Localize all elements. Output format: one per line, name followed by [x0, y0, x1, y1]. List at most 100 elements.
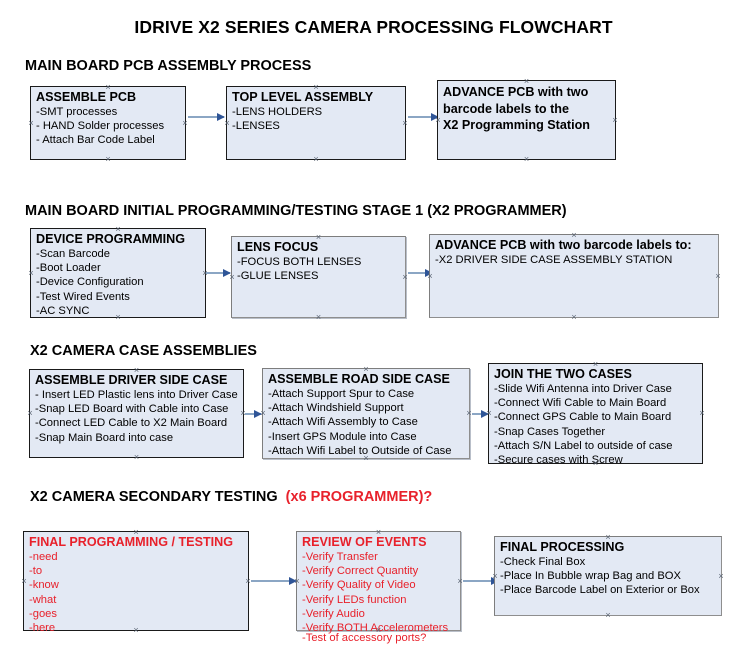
- node-title: ASSEMBLE DRIVER SIDE CASE: [35, 373, 228, 387]
- node-line: -Boot Loader: [36, 262, 101, 275]
- node-advance-pcb-programming-station[interactable]: ADVANCE PCB with two barcode labels to t…: [437, 80, 616, 160]
- node-line: -Verify Transfer: [302, 551, 378, 563]
- connector-handle-right[interactable]: [718, 573, 725, 580]
- connector-handle-right[interactable]: [182, 120, 189, 127]
- arrow-lens-focus-to-advance-pcb-driver-side: [408, 272, 432, 274]
- node-title: ADVANCE PCB with two: [443, 85, 589, 99]
- section-heading-text: MAIN BOARD PCB ASSEMBLY PROCESS: [25, 58, 312, 74]
- node-line: -SMT processes: [36, 106, 118, 118]
- node-line: -LENS HOLDERS: [232, 106, 323, 118]
- section-heading-text: MAIN BOARD INITIAL PROGRAMMING/TESTING S…: [25, 203, 567, 219]
- node-line: -GLUE LENSES: [237, 270, 319, 283]
- connector-handle-bottom[interactable]: [315, 314, 322, 321]
- node-line: -Attach S/N Label to outside of case: [494, 439, 673, 452]
- node-final-processing[interactable]: FINAL PROCESSING -Check Final Box -Place…: [494, 536, 722, 616]
- node-advance-pcb-driver-side-case[interactable]: ADVANCE PCB with two barcode labels to: …: [429, 234, 719, 318]
- connector-handle-left[interactable]: [28, 120, 35, 127]
- node-assemble-pcb[interactable]: ASSEMBLE PCB -SMT processes - HAND Solde…: [30, 86, 186, 160]
- node-title: LENS FOCUS: [237, 240, 319, 254]
- arrow-road-side-case-to-join-cases: [472, 413, 488, 415]
- node-review-of-events[interactable]: REVIEW OF EVENTS -Verify Transfer -Verif…: [296, 531, 461, 644]
- node-line: -Verify Correct Quantity: [302, 565, 419, 578]
- connector-handle-bottom[interactable]: [105, 156, 112, 163]
- node-line: -Connect Wifi Cable to Main Board: [494, 397, 667, 410]
- arrow-driver-side-case-to-road-side-case: [245, 413, 261, 415]
- node-line: barcode labels to the: [443, 101, 569, 116]
- node-title: ADVANCE PCB with two barcode labels to:: [435, 238, 692, 252]
- node-line: -Secure cases with Screw: [494, 454, 623, 467]
- node-line: -Snap LED Board with Cable into Case: [35, 403, 229, 416]
- connector-handle-right[interactable]: [402, 274, 409, 281]
- node-device-programming[interactable]: DEVICE PROGRAMMING -Scan Barcode -Boot L…: [30, 228, 206, 318]
- connector-handle-bottom[interactable]: [605, 612, 612, 619]
- node-title: ASSEMBLE PCB: [36, 90, 137, 104]
- connector-handle-bottom[interactable]: [571, 314, 578, 321]
- section-heading-main-board-pcb-assembly: MAIN BOARD PCB ASSEMBLY PROCESS: [25, 58, 311, 74]
- node-line: -Verify Quality of Video: [302, 579, 416, 592]
- node-line: X2 Programming Station: [443, 118, 590, 132]
- connector-handle-right[interactable]: [612, 117, 619, 124]
- node-line: -here: [29, 622, 56, 635]
- section-heading-text: X2 CAMERA SECONDARY TESTING: [30, 489, 278, 505]
- node-lens-focus[interactable]: LENS FOCUS -FOCUS BOTH LENSES -GLUE LENS…: [231, 236, 406, 318]
- node-line: - Attach Bar Code Label: [36, 134, 155, 147]
- connector-handle-bottom[interactable]: [523, 156, 530, 163]
- connector-handle-left[interactable]: [21, 578, 28, 585]
- section-heading-x2-camera-secondary-testing: X2 CAMERA SECONDARY TESTING (x6 PROGRAMM…: [30, 489, 432, 505]
- node-assemble-road-side-case[interactable]: ASSEMBLE ROAD SIDE CASE -Attach Support …: [262, 368, 470, 459]
- node-title: DEVICE PROGRAMMING: [36, 232, 186, 246]
- node-line: - Insert LED Plastic lens into Driver Ca…: [35, 389, 238, 401]
- node-line: -Verify Audio: [302, 607, 365, 620]
- node-line: -FOCUS BOTH LENSES: [237, 256, 362, 268]
- node-line: -Slide Wifi Antenna into Driver Case: [494, 383, 672, 395]
- node-line: -Device Configuration: [36, 276, 144, 289]
- section-heading-main-board-initial-programming: MAIN BOARD INITIAL PROGRAMMING/TESTING S…: [25, 203, 567, 219]
- section-heading-accent: (x6 PROGRAMMER)?: [285, 489, 433, 505]
- connector-handle-left[interactable]: [27, 410, 34, 417]
- connector-handle-bottom[interactable]: [313, 156, 320, 163]
- node-line: -Attach Windshield Support: [268, 402, 404, 415]
- connector-handle-right[interactable]: [402, 120, 409, 127]
- node-line: -to: [29, 565, 43, 578]
- node-line: -Connect LED Cable to X2 Main Board: [35, 417, 228, 430]
- connector-handle-right[interactable]: [699, 410, 706, 417]
- node-final-programming-testing[interactable]: FINAL PROGRAMMING / TESTING -need -to -k…: [21, 531, 249, 634]
- node-line: -need: [29, 551, 58, 563]
- node-line: -Test Wired Events: [36, 290, 130, 303]
- node-line: -goes: [29, 607, 57, 620]
- arrow-review-of-events-to-final-processing: [463, 580, 498, 582]
- node-title: FINAL PROGRAMMING / TESTING: [29, 535, 234, 549]
- node-top-level-assembly[interactable]: TOP LEVEL ASSEMBLY -LENS HOLDERS -LENSES: [226, 86, 406, 160]
- node-title: JOIN THE TWO CASES: [494, 367, 632, 381]
- node-line: -Verify LEDs function: [302, 593, 407, 606]
- node-line: -LENSES: [232, 120, 280, 133]
- node-line: -Connect GPS Cable to Main Board: [494, 411, 672, 424]
- connector-handle-bottom[interactable]: [133, 454, 140, 461]
- connector-handle-left[interactable]: [28, 270, 35, 277]
- node-line: -Insert GPS Module into Case: [268, 430, 417, 443]
- node-line: -Attach Wifi Assembly to Case: [268, 416, 418, 429]
- node-line: -Scan Barcode: [36, 248, 111, 260]
- arrow-top-level-assembly-to-advance-pcb: [408, 116, 438, 118]
- section-heading-text: X2 CAMERA CASE ASSEMBLIES: [30, 343, 257, 359]
- node-title: REVIEW OF EVENTS: [302, 535, 427, 549]
- node-line: -Place In Bubble wrap Bag and BOX: [500, 570, 681, 583]
- node-assemble-driver-side-case[interactable]: ASSEMBLE DRIVER SIDE CASE - Insert LED P…: [29, 369, 244, 458]
- node-title: FINAL PROCESSING: [500, 540, 625, 554]
- section-heading-x2-camera-case-assemblies: X2 CAMERA CASE ASSEMBLIES: [30, 343, 257, 359]
- node-line: -Place Barcode Label on Exterior or Box: [500, 584, 700, 597]
- node-line: -Check Final Box: [500, 556, 586, 568]
- node-join-the-two-cases[interactable]: JOIN THE TWO CASES -Slide Wifi Antenna i…: [488, 363, 706, 467]
- node-title: ASSEMBLE ROAD SIDE CASE: [268, 372, 450, 386]
- node-line: -Attach Support Spur to Case: [268, 388, 415, 400]
- node-line: -Snap Cases Together: [494, 425, 606, 438]
- node-title: TOP LEVEL ASSEMBLY: [232, 90, 374, 104]
- node-line: -Attach Wifi Label to Outside of Case: [268, 444, 452, 457]
- arrow-final-programming-to-review-of-events: [251, 580, 296, 582]
- node-line: -Snap Main Board into case: [35, 431, 174, 444]
- node-line: -X2 DRIVER SIDE CASE ASSEMBLY STATION: [435, 254, 673, 266]
- arrow-device-programming-to-lens-focus: [206, 272, 230, 274]
- page-title: IDRIVE X2 SERIES CAMERA PROCESSING FLOWC…: [134, 17, 613, 37]
- connector-handle-right[interactable]: [715, 273, 722, 280]
- arrow-assemble-pcb-to-top-level-assembly: [188, 116, 224, 118]
